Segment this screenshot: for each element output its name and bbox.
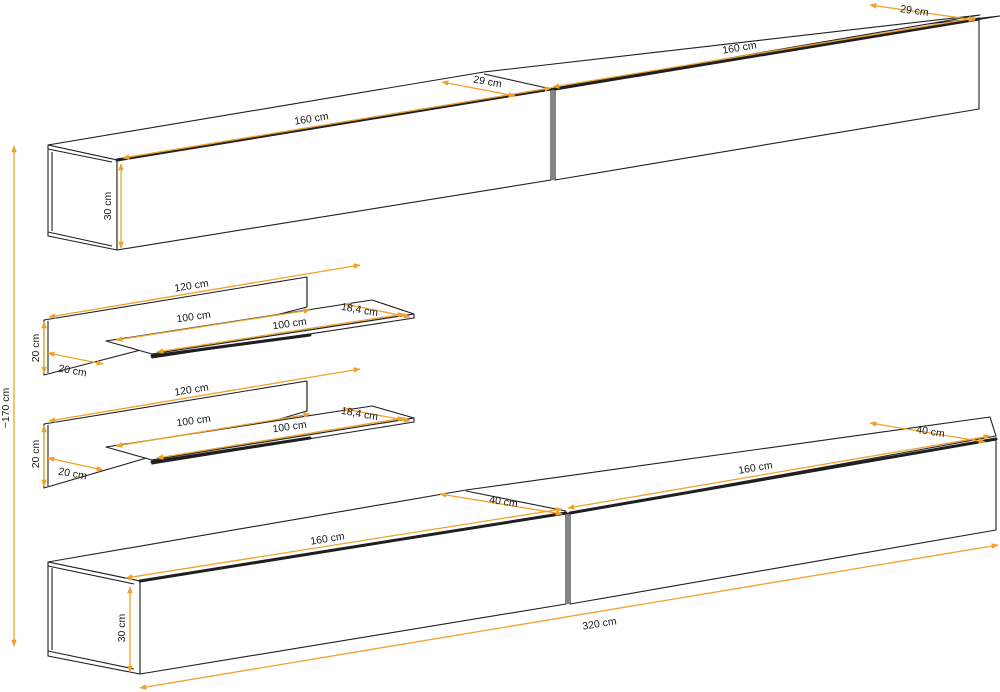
shelf1-panel-height-label: 20 cm: [30, 333, 42, 362]
top-cabinet-height-label: 30 cm: [102, 191, 114, 220]
shelf1-panel-width-label: 120 cm: [174, 277, 210, 294]
shelf1-board-front-label: 100 cm: [272, 316, 308, 333]
bottom-cabinet-width-right-label: 160 cm: [738, 459, 774, 477]
top-wall-cabinet: 160 cm 160 cm 29 cm 29 cm 30 cm: [47, 3, 1000, 251]
top-cabinet-depth-right-label: 29 cm: [899, 3, 929, 19]
total-height-dimension: ~170 cm: [0, 145, 17, 647]
shelf2-board-front-label: 100 cm: [272, 419, 308, 436]
shelf2-panel-depth-label: 20 cm: [57, 466, 87, 483]
top-cabinet-width-right-label: 160 cm: [722, 39, 758, 56]
bottom-tv-cabinet: 160 cm 160 cm 40 cm 40 cm 30 cm 320 cm: [47, 416, 999, 690]
top-cabinet-width-left-label: 160 cm: [294, 110, 330, 127]
wall-shelf-1: 120 cm 100 cm 100 cm 18,4 cm 20 cm 20 cm: [30, 263, 415, 379]
shelf2-panel-height-label: 20 cm: [30, 439, 42, 468]
total-height-label: ~170 cm: [0, 387, 12, 428]
bottom-cabinet-height-label: 30 cm: [116, 613, 128, 642]
bottom-cabinet-depth-right-label: 40 cm: [915, 424, 945, 440]
bottom-cabinet-depth-left-label: 40 cm: [488, 494, 518, 510]
shelf2-panel-width-label: 120 cm: [174, 381, 210, 398]
wall-shelf-2: 120 cm 100 cm 100 cm 18,4 cm 20 cm 20 cm: [30, 367, 415, 489]
top-cabinet-depth-left-label: 29 cm: [472, 74, 502, 91]
bottom-total-width-label: 320 cm: [582, 615, 618, 632]
